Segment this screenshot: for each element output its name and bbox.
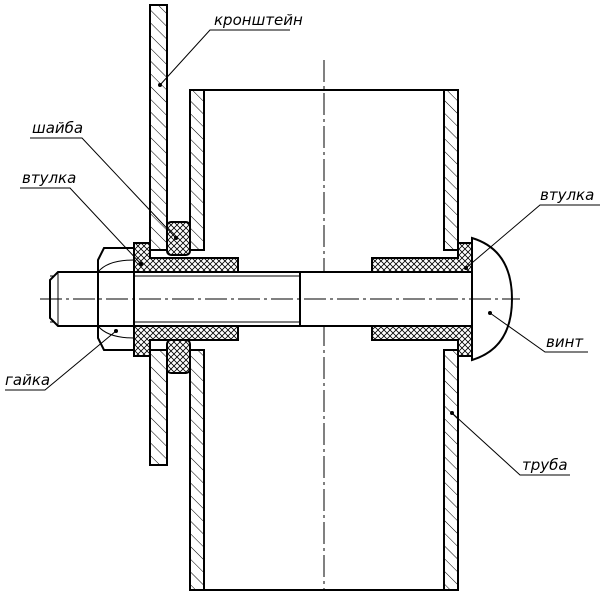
leader-nut (5, 330, 117, 391)
leader-bushing-left (20, 187, 142, 265)
bushing-right-upper (371, 242, 473, 273)
leader-washer (30, 137, 177, 239)
washer-lower (166, 339, 191, 374)
pipe-wall-right-lower (443, 349, 459, 591)
washer-upper (166, 221, 191, 256)
label-washer: шайба (32, 119, 83, 137)
bushing-right-lower (371, 325, 473, 357)
leaders (5, 29, 600, 476)
leader-pipe (451, 412, 570, 476)
leader-screw-dot (488, 311, 492, 315)
leader-pipe-dot (450, 411, 454, 415)
leader-bracket-dot (158, 83, 162, 87)
leader-bracket (159, 29, 290, 86)
nut-chamfer-arc-bottom (97, 325, 135, 339)
leader-bushing-right-dot (464, 266, 468, 270)
leader-screw (489, 312, 588, 353)
label-bushing-right: втулка (540, 186, 594, 204)
label-screw: винт (546, 333, 584, 351)
pipe (189, 89, 459, 591)
bracket (149, 4, 168, 466)
leader-washer-dot (174, 236, 178, 240)
label-bushing-left: втулка (22, 169, 76, 187)
label-pipe: труба (522, 456, 568, 474)
leader-nut-dot (114, 329, 118, 333)
pipe-wall-right-upper (443, 89, 459, 251)
label-nut: гайка (5, 371, 50, 389)
bracket-lower (149, 349, 168, 466)
label-bracket: кронштейн (214, 11, 303, 29)
leader-bushing-left-dot (139, 262, 143, 266)
leader-bushing-right (465, 204, 600, 269)
nut-chamfer-arc-top (97, 259, 135, 273)
pipe-wall-left-upper (189, 89, 205, 251)
pipe-wall-left-lower (189, 349, 205, 591)
bracket-upper (149, 4, 168, 251)
